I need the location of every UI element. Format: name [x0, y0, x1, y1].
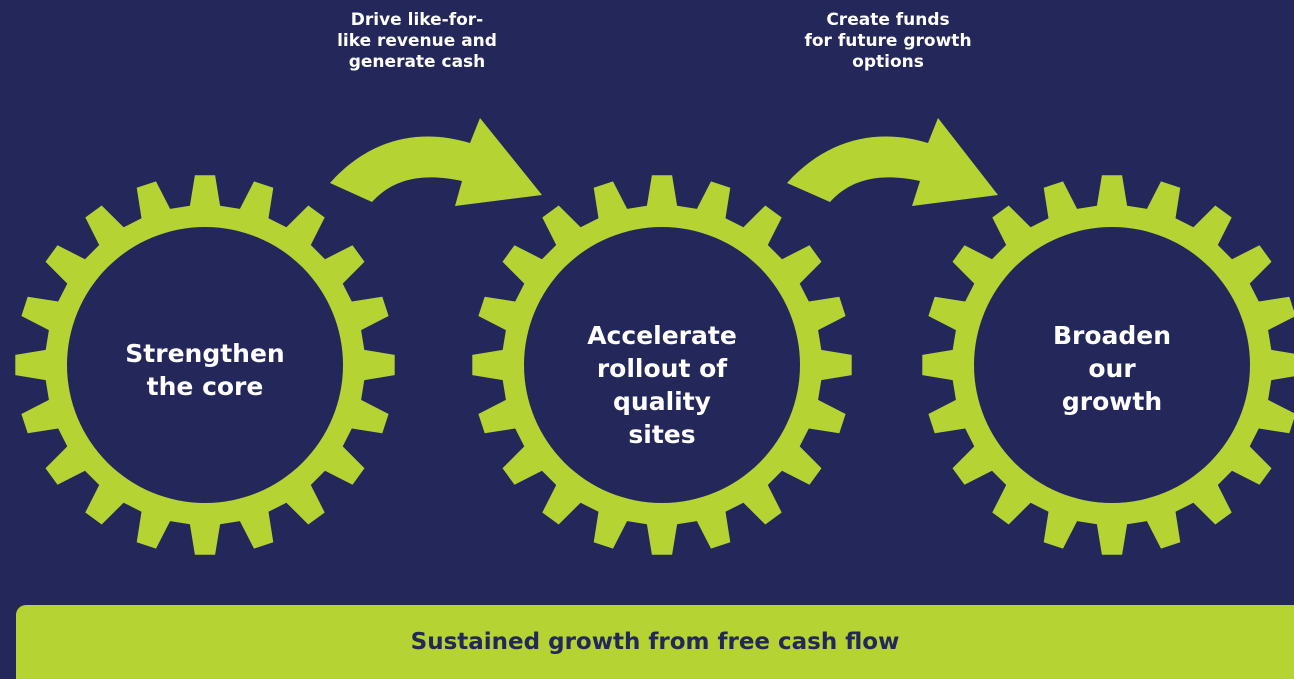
- gear-label-broaden: Broaden our growth: [1052, 321, 1172, 416]
- gear-center: [974, 227, 1250, 503]
- arrow-caption-2: Create funds for future growth options: [804, 10, 972, 72]
- curved-arrow-icon: [787, 118, 998, 206]
- gear-label-strengthen: Strengthen the core: [125, 339, 285, 401]
- bottom-banner: Sustained growth from free cash flow: [16, 605, 1294, 679]
- gear-center: [524, 227, 800, 503]
- gear-center: [67, 227, 343, 503]
- curved-arrow-icon: [330, 118, 542, 206]
- banner-text: Sustained growth from free cash flow: [410, 629, 900, 655]
- gear-label-accelerate: Accelerate rollout of quality sites: [587, 321, 737, 449]
- arrow-caption-1: Drive like-for- like revenue and generat…: [337, 10, 497, 72]
